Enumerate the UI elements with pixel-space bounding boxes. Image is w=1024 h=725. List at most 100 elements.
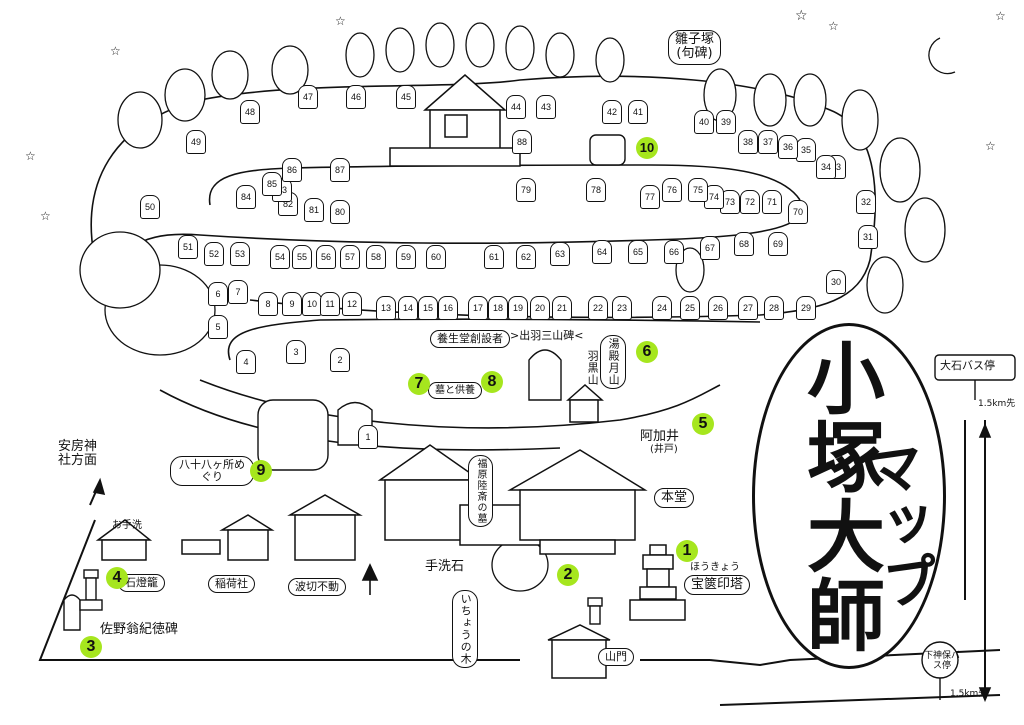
site-marker-32: 32 (856, 190, 876, 214)
site-marker-66: 66 (664, 240, 684, 264)
site-marker-72: 72 (740, 190, 760, 214)
site-marker-29: 29 (796, 296, 816, 320)
site-marker-54: 54 (270, 245, 290, 269)
site-marker-75: 75 (688, 178, 708, 202)
site-marker-40: 40 (694, 110, 714, 134)
svg-text:☆: ☆ (335, 14, 346, 28)
label-hokyo-into: 宝篋印塔 (684, 575, 751, 596)
site-marker-13: 13 (376, 296, 396, 320)
site-marker-77: 77 (640, 185, 660, 209)
site-marker-69: 69 (768, 232, 788, 256)
site-marker-9: 9 (282, 292, 302, 316)
site-marker-6: 6 (208, 282, 228, 306)
site-marker-17: 17 (468, 296, 488, 320)
site-marker-57: 57 (340, 245, 360, 269)
site-marker-81: 81 (304, 198, 324, 222)
site-marker-87: 87 (330, 158, 350, 182)
site-marker-44: 44 (506, 95, 526, 119)
label-namikiri-fudo: 波切不動 (288, 578, 346, 597)
label-ochi-shinkai: 墓と供養 (428, 382, 482, 399)
site-marker-2: 2 (330, 348, 350, 372)
site-marker-19: 19 (508, 296, 528, 320)
badge-4[interactable]: 4 (106, 567, 128, 589)
site-marker-55: 55 (292, 245, 312, 269)
site-marker-62: 62 (516, 245, 536, 269)
badge-5[interactable]: 5 (692, 413, 714, 435)
label-omoya: お手洗 (112, 520, 142, 531)
site-marker-35: 35 (796, 138, 816, 162)
label-fukuhara-tomb: 福原陸斎の墓 (468, 455, 493, 527)
site-marker-56: 56 (316, 245, 336, 269)
direction-arrows (92, 422, 992, 703)
moon-icon (928, 37, 956, 75)
boundary-and-roads (38, 420, 1001, 706)
site-marker-3: 3 (286, 340, 306, 364)
badge-3[interactable]: 3 (80, 636, 102, 658)
site-marker-8: 8 (258, 292, 278, 316)
label-yasei-do: 養生堂創設者 (430, 330, 510, 349)
site-marker-4: 4 (236, 350, 256, 374)
site-marker-15: 15 (418, 296, 438, 320)
label-dist-bottom: 1.5km先 (950, 689, 988, 699)
site-marker-43: 43 (536, 95, 556, 119)
svg-text:☆: ☆ (985, 139, 996, 153)
site-marker-39: 39 (716, 110, 736, 134)
site-marker-71: 71 (762, 190, 782, 214)
site-marker-49: 49 (186, 130, 206, 154)
label-hondo: 本堂 (654, 488, 695, 509)
stone-monuments (63, 134, 626, 631)
hokyo-into-drawing (629, 544, 686, 621)
site-marker-34: 34 (816, 155, 836, 179)
site-marker-80: 80 (330, 200, 350, 224)
site-marker-68: 68 (734, 232, 754, 256)
svg-text:☆: ☆ (40, 209, 51, 223)
site-marker-14: 14 (398, 296, 418, 320)
site-marker-23: 23 (612, 296, 632, 320)
site-marker-30: 30 (826, 270, 846, 294)
site-marker-20: 20 (530, 296, 550, 320)
site-marker-18: 18 (488, 296, 508, 320)
badge-8[interactable]: 8 (481, 371, 503, 393)
site-marker-85: 85 (262, 172, 282, 196)
label-hinako-zuka: 雛子塚(句碑) (668, 30, 722, 65)
site-marker-67: 67 (700, 236, 720, 260)
yakushi-hall-drawing (389, 74, 521, 167)
badge-9[interactable]: 9 (250, 460, 272, 482)
site-marker-31: 31 (858, 225, 878, 249)
site-marker-59: 59 (396, 245, 416, 269)
badge-10[interactable]: 10 (636, 137, 658, 159)
site-marker-28: 28 (764, 296, 784, 320)
badge-6[interactable]: 6 (636, 341, 658, 363)
tree-line (79, 22, 946, 592)
label-ahaka-well: 阿加井(井戸) (640, 429, 680, 456)
site-marker-47: 47 (298, 85, 318, 109)
site-marker-61: 61 (484, 245, 504, 269)
site-marker-41: 41 (628, 100, 648, 124)
label-hachiju-hakkasho: 八十八ヶ所めぐり (170, 456, 254, 487)
label-yudono-gassan: 湯殿月山 (600, 335, 627, 389)
label-dist-top: 1.5km先 (978, 399, 1016, 409)
svg-text:☆: ☆ (25, 149, 36, 163)
site-marker-63: 63 (550, 242, 570, 266)
site-marker-65: 65 (628, 240, 648, 264)
label-haguro: 羽黒山 (586, 350, 600, 386)
label-oishi-bus: 大石バス停 (940, 359, 995, 372)
label-ginkgo: いちょうの木 (452, 590, 479, 668)
badge-1[interactable]: 1 (676, 540, 698, 562)
site-marker-21: 21 (552, 296, 572, 320)
badge-7[interactable]: 7 (408, 373, 430, 395)
site-marker-10: 10 (302, 292, 322, 316)
site-marker-88: 88 (512, 130, 532, 154)
site-marker-27: 27 (738, 296, 758, 320)
site-marker-22: 22 (588, 296, 608, 320)
svg-text:☆: ☆ (795, 8, 808, 24)
site-marker-70: 70 (788, 200, 808, 224)
label-temizu: 手洗石 (425, 559, 465, 574)
site-marker-46: 46 (346, 85, 366, 109)
site-marker-11: 11 (320, 292, 340, 316)
site-marker-53: 53 (230, 242, 250, 266)
badge-2[interactable]: 2 (557, 564, 579, 586)
site-marker-26: 26 (708, 296, 728, 320)
svg-text:☆: ☆ (828, 19, 839, 33)
site-marker-76: 76 (662, 178, 682, 202)
